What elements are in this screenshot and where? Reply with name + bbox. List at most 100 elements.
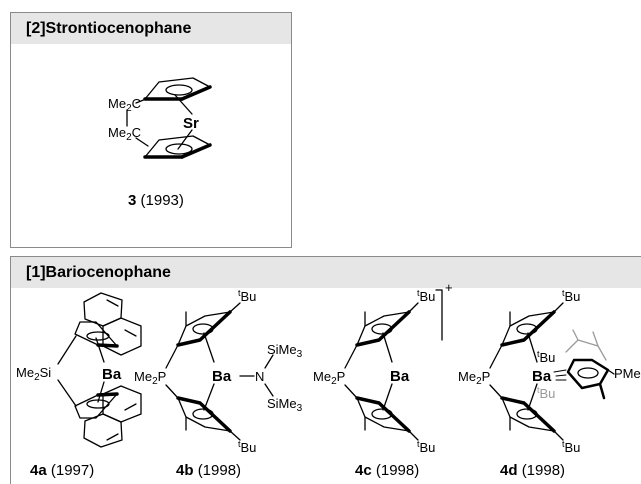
c4d-bottom-tbu-bond <box>553 430 564 441</box>
c4a-bond-ba-bottom <box>97 381 105 403</box>
c4d-pme: PMe <box>614 366 641 381</box>
c4c-tbu-top: tBu <box>417 288 435 304</box>
compound-4b-structure <box>165 302 274 441</box>
c4b-tbu-top: tBu <box>238 288 256 304</box>
c4c-top-tbu-bond <box>408 302 419 313</box>
c3-bottom-cp-front-right <box>180 143 212 159</box>
c4c-bond-p-bottom <box>344 384 358 399</box>
c4c-bottom-tbu-bond <box>408 430 419 441</box>
c4a-bottom-cp-ring <box>74 393 118 419</box>
c4d-top-tbu-bond <box>553 302 564 313</box>
c4d-top-cp-front <box>500 310 556 347</box>
c4b-caption: 4b (1998) <box>176 462 241 479</box>
c4a-bottom-naph-inner-2 <box>124 403 137 411</box>
strontiocenophane-title: [2]Strontiocenophane <box>11 13 291 44</box>
c4d-tbu-ba-lower: tBu <box>537 385 555 401</box>
c3-sr-atom: Sr <box>183 115 199 132</box>
c4c-caption: 4c (1998) <box>355 462 419 479</box>
c4a-ba-atom: Ba <box>102 366 122 383</box>
c4d-bond-p-bottom <box>489 384 503 399</box>
c4b-bottom-tbu-bond <box>229 430 241 441</box>
c4c-bottom-cp-front <box>355 396 411 433</box>
c4b-ba-atom: Ba <box>212 368 232 385</box>
c4b-bond-n-si-top <box>264 354 274 369</box>
c4b-bond-n-si-bottom <box>264 383 274 397</box>
c4d-top-cp-aromatic <box>516 323 538 335</box>
bariocenophane-panel: [1]Bariocenophane <box>10 256 641 484</box>
c4d-ba-atom: Ba <box>532 368 552 385</box>
c4c-ba-atom: Ba <box>390 368 410 385</box>
c3-top-cp-aromatic <box>165 84 193 96</box>
c4b-bottom-cp-aromatic <box>192 408 214 420</box>
c4b-bond-ba-top <box>203 332 215 363</box>
c4a-bond-ba-top <box>95 337 105 363</box>
c4a-bottom-cp-front <box>96 392 119 397</box>
compound-3-structure <box>126 77 212 159</box>
strontiocenophane-panel: [2]Strontiocenophane <box>10 12 292 248</box>
c4d-bottom-cp-front <box>500 396 556 433</box>
c4d-phospholyl-ring <box>566 358 610 390</box>
c4b-sime3-bottom: SiMe3 <box>267 396 303 414</box>
c4d-phospholyl-p-bond <box>607 369 615 375</box>
c4a-bond-si-top <box>57 335 77 365</box>
c4d-hashed-bonds <box>553 369 567 381</box>
c3-bottom-cp-aromatic <box>165 143 193 155</box>
c4b-sime3-top: SiMe3 <box>267 342 303 360</box>
c4b-top-cp-aromatic <box>192 323 214 335</box>
c3-me2c-bottom: Me2C <box>108 125 141 143</box>
c4c-bond-ba-top <box>382 332 393 363</box>
c4d-tbu-ba-upper: tBu <box>537 349 555 365</box>
c4c-top-cp-aromatic <box>371 323 393 335</box>
c4b-bond-p-bottom <box>165 384 179 399</box>
c4a-top-naph-ring-a <box>83 292 123 327</box>
c4d-phospholyl-methyl <box>598 382 606 400</box>
bariocenophane-title: [1]Bariocenophane <box>11 257 641 288</box>
c3-top-cp-ring <box>144 77 211 100</box>
c4d-phospholyl-aromatic <box>577 367 599 379</box>
c4a-bottom-naph-inner-1 <box>106 433 119 441</box>
c4d-caption: 4d (1998) <box>500 462 565 479</box>
c4d-bond-ba-bottom <box>527 383 538 411</box>
c4c-top-cp-front <box>355 310 411 347</box>
c3-top-cp-front-right <box>180 85 212 101</box>
compound-4c-structure <box>344 289 443 441</box>
c4b-bond-p-top <box>165 344 179 369</box>
c4c-me2p: Me2P <box>313 369 345 387</box>
c4c-bond-p-top <box>344 344 358 369</box>
c4d-bond-ba-top <box>527 332 538 363</box>
c4d-bond-p-top <box>489 344 503 369</box>
c4a-top-cp-aromatic <box>86 331 110 341</box>
c3-caption: 3 (1993) <box>128 192 184 209</box>
compound-4a-structure <box>57 292 142 448</box>
c4b-bottom-cp-front <box>176 396 232 433</box>
c4b-top-tbu-bond <box>229 302 241 313</box>
c3-bond-c-bottom-ring <box>135 137 149 147</box>
c4c-bottom-cp-aromatic <box>371 408 393 420</box>
c4c-cation-charge: + <box>445 280 453 295</box>
c4b-tbu-bottom: tBu <box>238 439 256 455</box>
c4a-top-cp-front <box>96 343 119 348</box>
c4c-bond-ba-bottom <box>382 383 393 411</box>
c3-bond-c-top-ring <box>135 98 147 104</box>
c4a-bottom-naph-ring-a <box>83 413 123 448</box>
c3-bond-sr-top <box>174 94 193 115</box>
c4d-tbu-bottom: tBu <box>562 439 580 455</box>
c4b-me2p: Me2P <box>134 369 166 387</box>
c3-bond-sr-bottom <box>177 129 193 150</box>
c4a-me2si: Me2Si <box>16 365 51 383</box>
c4d-phospholyl-back <box>565 329 607 361</box>
c4d-me2p: Me2P <box>458 369 490 387</box>
c4a-top-naph-inner-1 <box>106 299 119 307</box>
c4d-tbu-top: tBu <box>562 288 580 304</box>
c4d-bottom-cp-aromatic <box>516 408 538 420</box>
compound-4d-structure <box>489 302 615 441</box>
c4b-n-atom: N <box>255 369 264 384</box>
c4c-cation-bracket <box>435 289 443 341</box>
c4a-top-naph-inner-2 <box>124 329 137 337</box>
c4b-top-cp-front <box>176 310 232 347</box>
c3-me2c-top: Me2C <box>108 96 141 114</box>
c4a-caption: 4a (1997) <box>30 462 94 479</box>
c4a-bond-si-bottom <box>57 379 77 407</box>
c4b-bond-ba-bottom <box>203 383 215 411</box>
